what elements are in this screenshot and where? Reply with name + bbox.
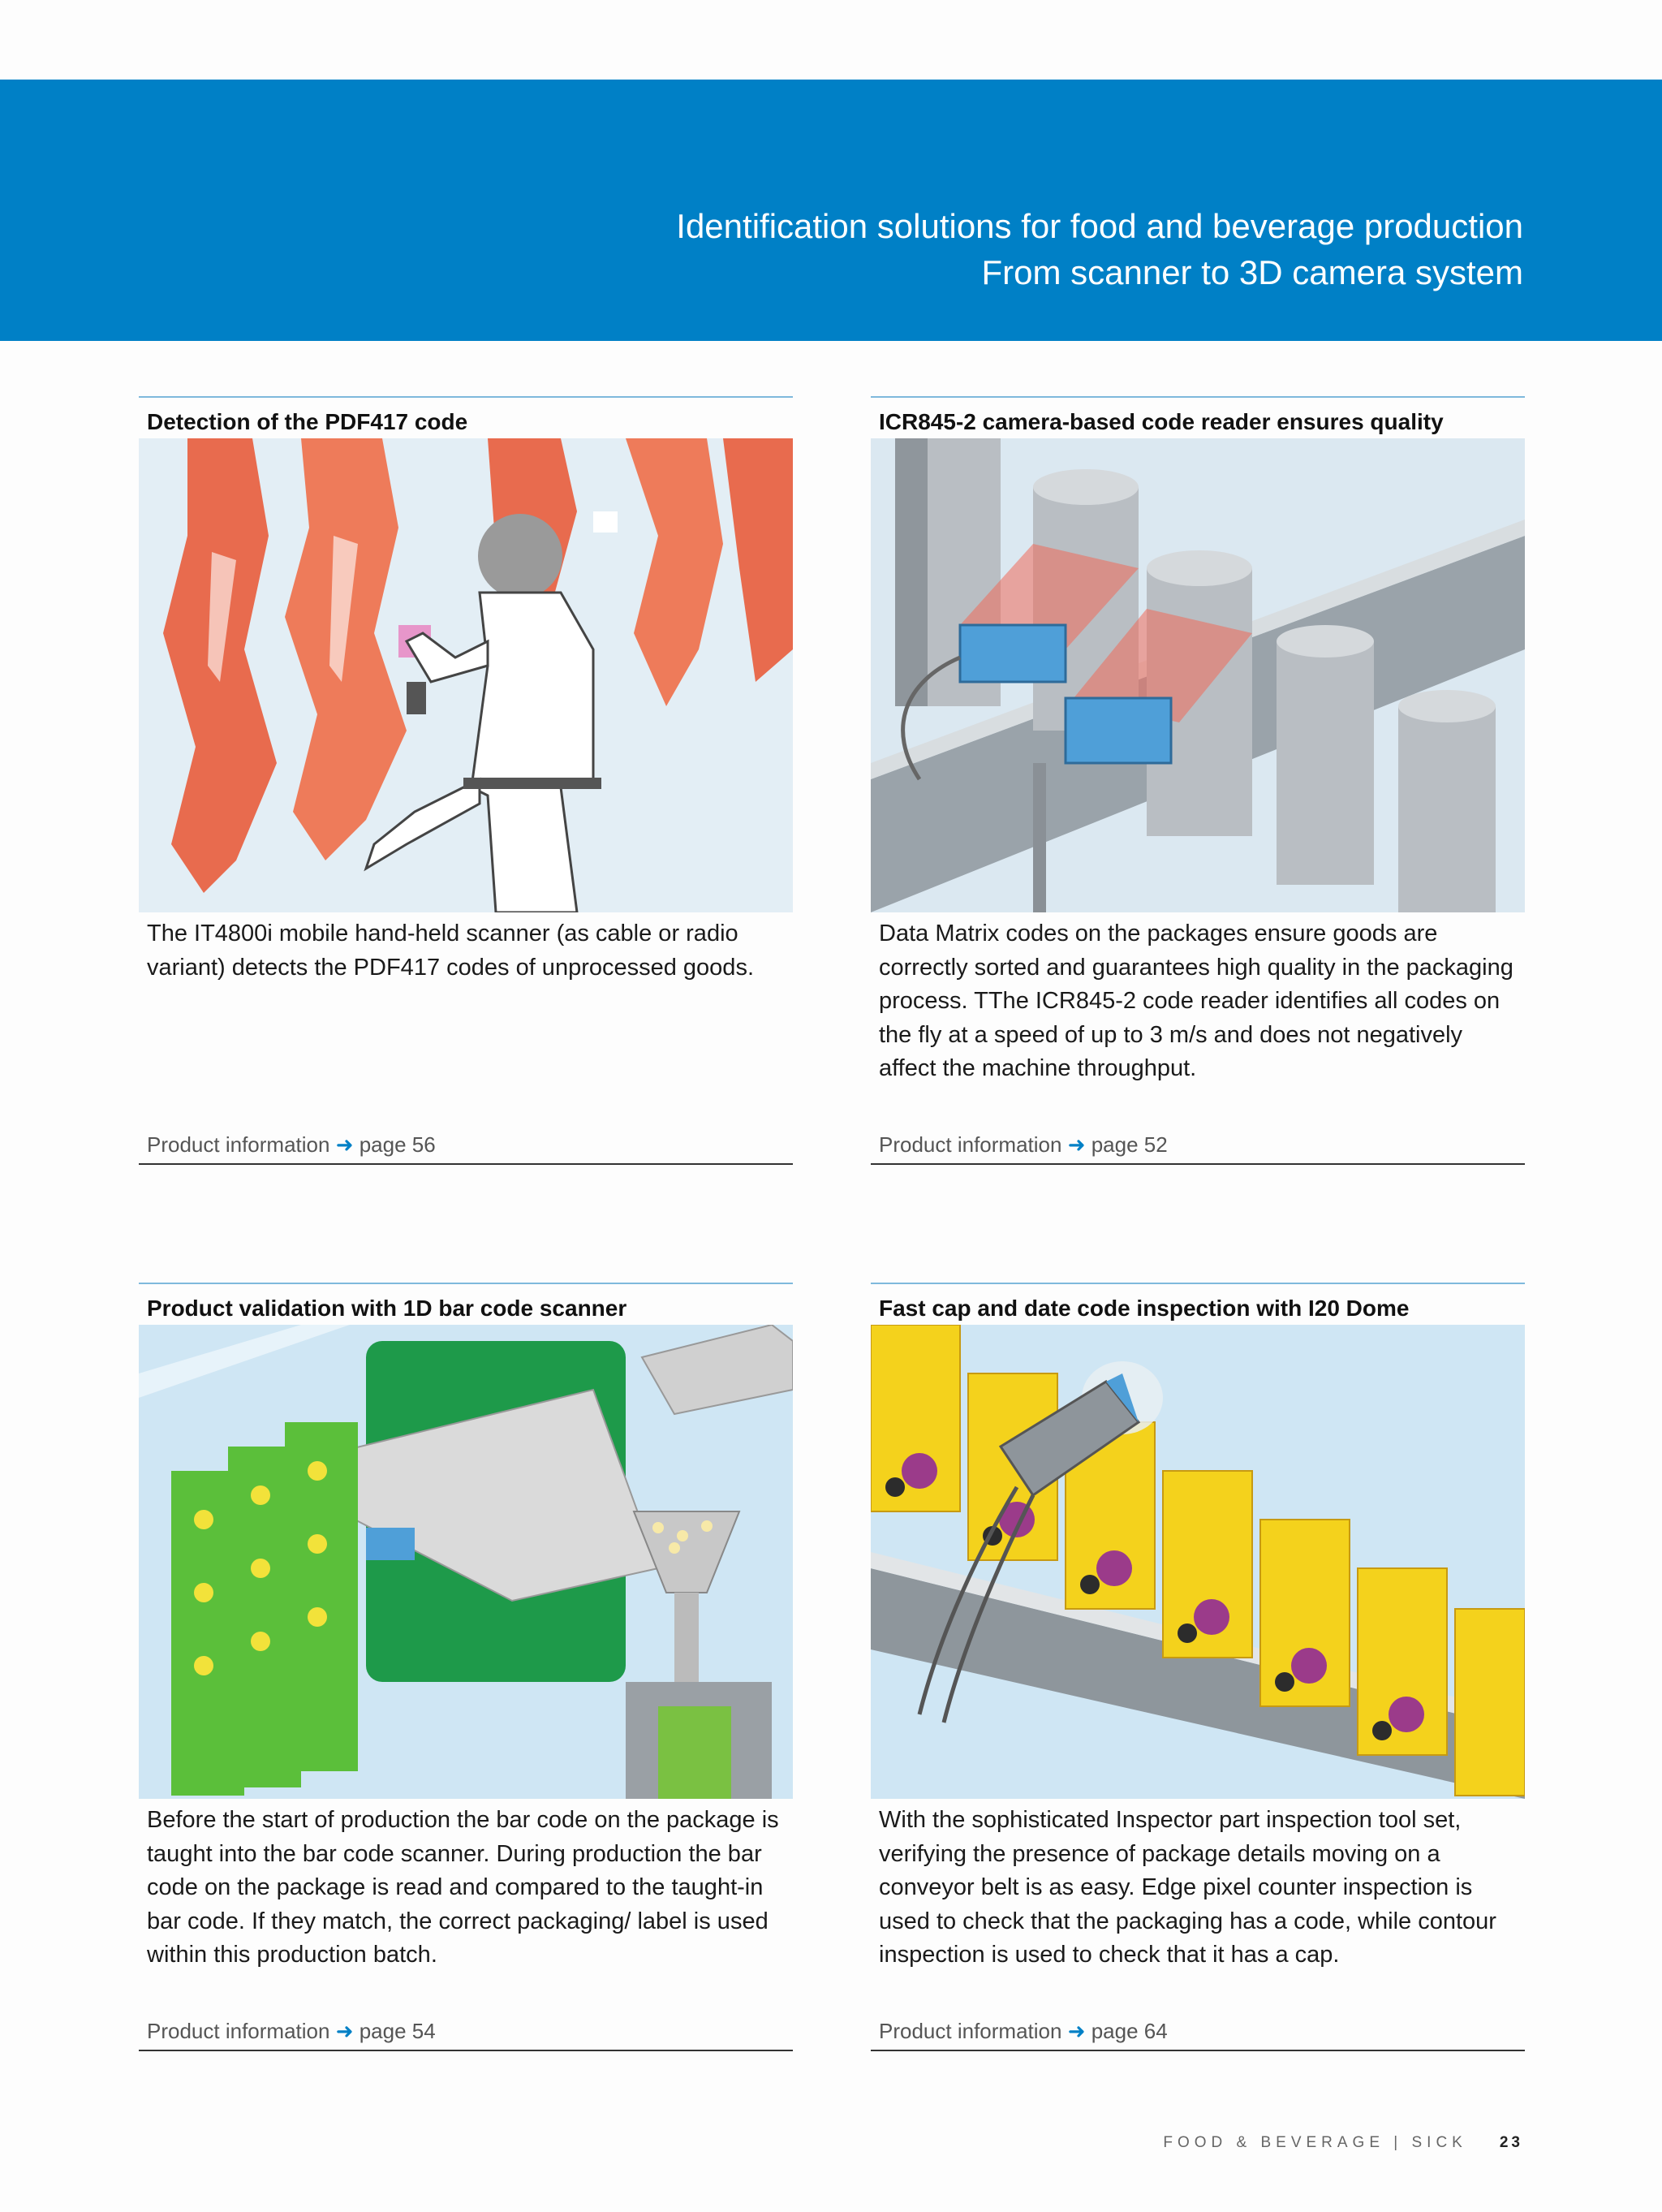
product-info-label: Product information xyxy=(879,2019,1062,2043)
card-top-rule xyxy=(871,1283,1525,1284)
title-line-1: Identification solutions for food and be… xyxy=(676,207,1523,245)
card-top-rule xyxy=(871,396,1525,398)
product-info-page: page 52 xyxy=(1091,1132,1168,1157)
product-info-label: Product information xyxy=(147,1132,330,1157)
scanner-worker-illustration xyxy=(139,438,793,912)
product-info-link[interactable]: Product information ➜ page 52 xyxy=(871,1131,1525,1158)
card-title: Product validation with 1D bar code scan… xyxy=(147,1296,627,1321)
title-line-2: From scanner to 3D camera system xyxy=(981,253,1523,291)
card-pdf417: Detection of the PDF417 code The IT4800i… xyxy=(139,396,793,1165)
card-title: ICR845-2 camera-based code reader ensure… xyxy=(879,409,1444,434)
card-top-rule xyxy=(139,1283,793,1284)
product-info-page: page 54 xyxy=(359,2019,436,2043)
arrow-right-icon: ➜ xyxy=(1067,1132,1086,1157)
card-top-rule xyxy=(139,396,793,398)
product-info-link[interactable]: Product information ➜ page 56 xyxy=(139,1131,793,1158)
card-title: Detection of the PDF417 code xyxy=(147,409,468,434)
page-footer: FOOD & BEVERAGE | SICK 23 xyxy=(1163,2134,1523,2152)
card-i20-dome: Fast cap and date code inspection with I… xyxy=(871,1283,1525,2051)
page-number: 23 xyxy=(1499,2134,1523,2151)
card-bottom-rule xyxy=(871,2050,1525,2051)
product-info-label: Product information xyxy=(879,1132,1062,1157)
card-description: With the sophisticated Inspector part in… xyxy=(879,1807,1496,1968)
page-title: Identification solutions for food and be… xyxy=(676,203,1523,295)
header-banner: Identification solutions for food and be… xyxy=(0,80,1662,341)
barcode-scanner-packaging-illustration xyxy=(139,1325,793,1799)
card-bottom-rule xyxy=(139,1163,793,1165)
card-description: Before the start of production the bar c… xyxy=(147,1807,779,1968)
product-info-page: page 56 xyxy=(359,1132,436,1157)
product-info-link[interactable]: Product information ➜ page 64 xyxy=(871,2017,1525,2045)
card-title: Fast cap and date code inspection with I… xyxy=(879,1296,1410,1321)
card-description: Data Matrix codes on the packages ensure… xyxy=(879,921,1513,1081)
arrow-right-icon: ➜ xyxy=(1067,2019,1086,2043)
camera-code-reader-illustration xyxy=(871,438,1525,912)
card-bottom-rule xyxy=(871,1163,1525,1165)
card-bottom-rule xyxy=(139,2050,793,2051)
arrow-right-icon: ➜ xyxy=(335,2019,354,2043)
card-description: The IT4800i mobile hand-held scanner (as… xyxy=(147,921,754,981)
product-info-link[interactable]: Product information ➜ page 54 xyxy=(139,2017,793,2045)
product-info-page: page 64 xyxy=(1091,2019,1168,2043)
card-barcode-validation: Product validation with 1D bar code scan… xyxy=(139,1283,793,2051)
dome-inspection-illustration xyxy=(871,1325,1525,1799)
card-icr845: ICR845-2 camera-based code reader ensure… xyxy=(871,396,1525,1165)
product-info-label: Product information xyxy=(147,2019,330,2043)
footer-section-label: FOOD & BEVERAGE | SICK xyxy=(1163,2134,1467,2151)
arrow-right-icon: ➜ xyxy=(335,1132,354,1157)
